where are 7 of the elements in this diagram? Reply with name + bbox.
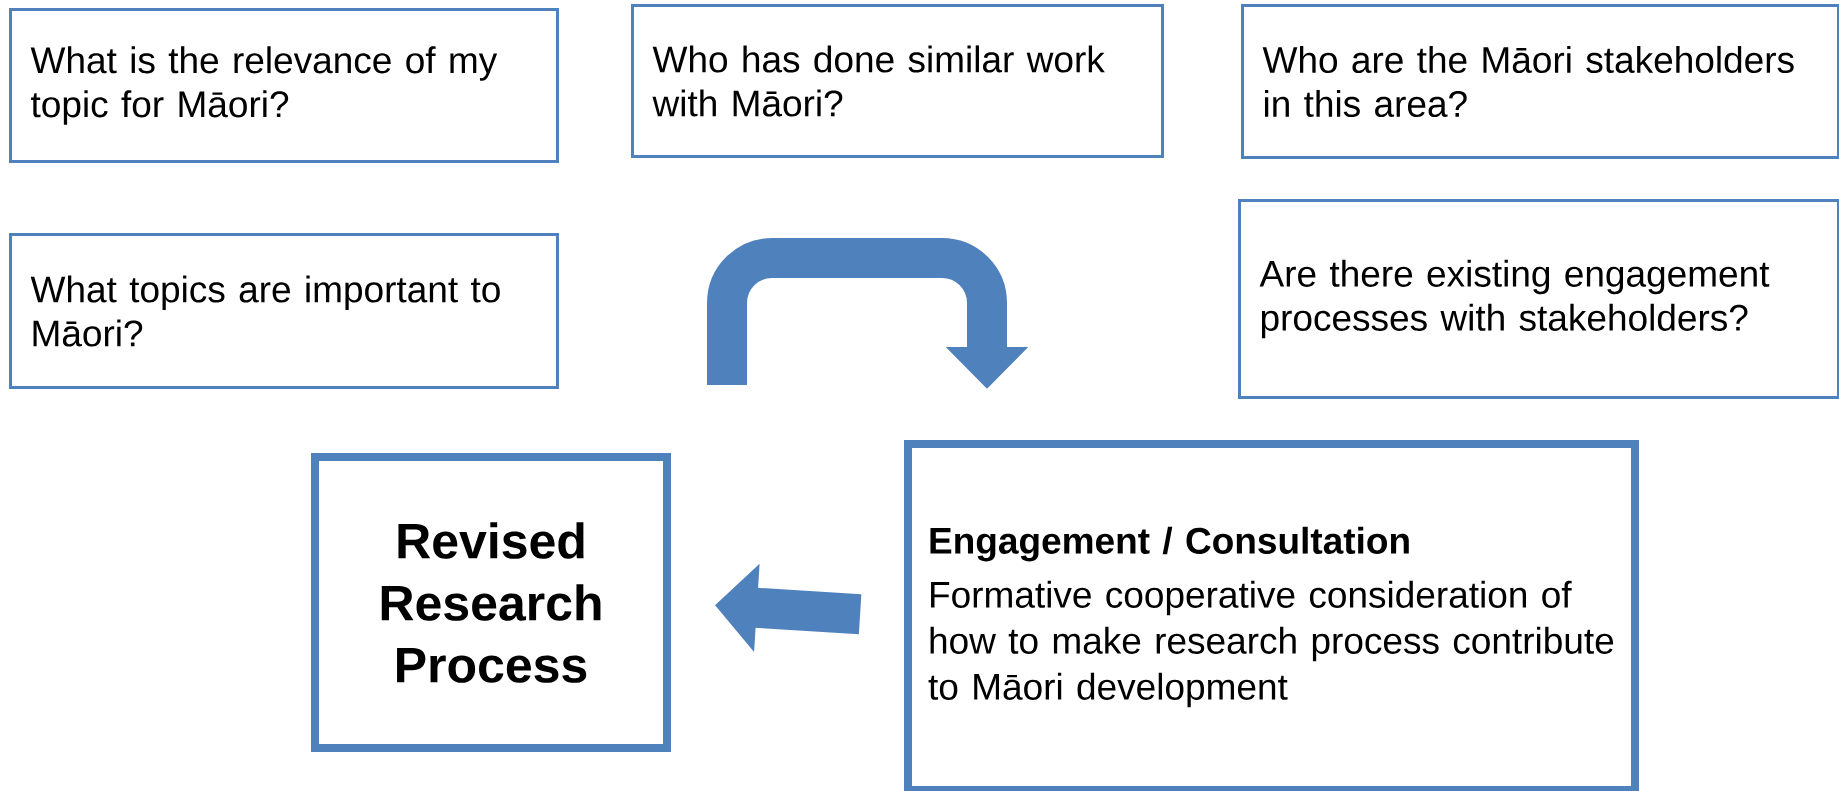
question-box: What topics are important to Māori?: [9, 233, 559, 389]
question-box: What is the relevance of my topic for Māori?: [9, 8, 559, 163]
question-box: Who has done similar work with Māori?: [631, 4, 1164, 158]
process-box: Engagement / Consultation Formative cooperative consideration of how to make research process contribute to Māori development: [904, 440, 1639, 791]
question-box: Who are the Māori stakeholders in this area?: [1241, 4, 1839, 159]
process-box: Revised Research Process: [311, 453, 671, 752]
question-box: Are there existing engagement processes with stakeholders?: [1238, 199, 1839, 399]
